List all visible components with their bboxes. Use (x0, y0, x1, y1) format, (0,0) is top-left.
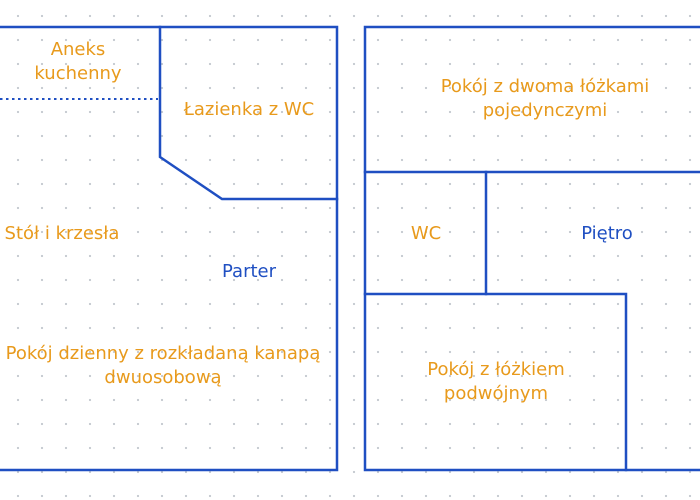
room-label-line: WC (410, 223, 442, 244)
room-label-living-room: Pokój dzienny z rozkładaną kanapą dwuoso… (6, 342, 321, 390)
bathroom-wall (158, 25, 339, 201)
double-room-wall (363, 292, 628, 472)
room-label-double-room: Pokój z łóżkiem podwójnym (427, 358, 565, 406)
room-label-line: Stół i krzesła (4, 223, 120, 244)
room-label-line: podwójnym (443, 383, 549, 404)
room-label-line: pojedynczymi (482, 100, 608, 121)
room-label-line: Łazienka z WC (183, 99, 315, 120)
ground-floor-walls (0, 25, 339, 472)
room-label-twin-room: Pokój z dwoma łóżkami pojedynczymi (441, 75, 650, 123)
room-label-line: dwuosobową (104, 367, 222, 388)
upper-floor-outline (363, 25, 700, 472)
floor-label-ground: Parter (221, 261, 277, 282)
room-label-line: Pokój dzienny z rozkładaną kanapą (5, 343, 321, 364)
room-label-dining: Stół i krzesła (5, 222, 120, 246)
upper-floor-walls (363, 25, 700, 472)
room-label-bathroom: Łazienka z WC (184, 98, 314, 122)
room-label-wc: WC (411, 222, 441, 246)
room-label-line: Aneks (50, 39, 106, 60)
room-label-line: kuchenny (34, 63, 122, 84)
room-label-line: Pokój z łóżkiem (427, 359, 565, 380)
ground-floor-outline (0, 25, 339, 472)
room-label-kitchenette: Aneks kuchenny (34, 38, 121, 86)
room-label-line: Pokój z dwoma łóżkami (440, 76, 650, 97)
floor-label-upper: Piętro (581, 223, 633, 244)
